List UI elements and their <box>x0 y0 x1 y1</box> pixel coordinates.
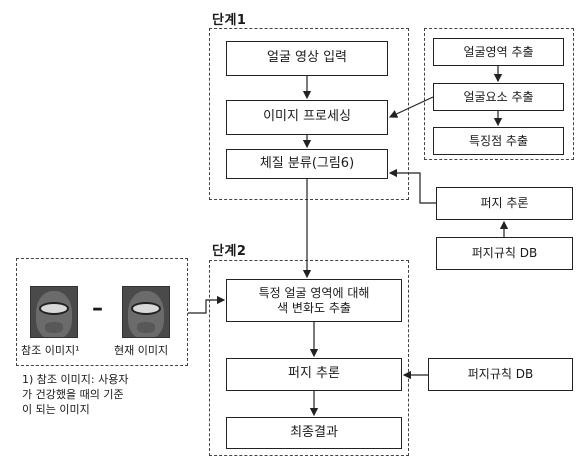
fuzzy-rule-db-box-1: 퍼지규칙 DB <box>436 237 573 270</box>
fuzzy-rule-db-label-2: 퍼지규칙 DB <box>467 367 534 381</box>
minus-sign: – <box>92 296 103 321</box>
stage1-title: 단계1 <box>212 13 247 28</box>
stage2-title: 단계2 <box>212 244 247 259</box>
footnote-line3: 이 되는 이미지 <box>22 403 90 416</box>
constitution-classify-label: 체질 분류(그림6) <box>259 155 355 171</box>
current-image-label: 현재 이미지 <box>114 344 169 357</box>
fuzzy-rule-db-box-2: 퍼지규칙 DB <box>428 358 573 391</box>
face-region-label: 얼굴영역 추출 <box>463 44 534 59</box>
image-processing-label: 이미지 프로세싱 <box>263 109 351 125</box>
feature-point-label: 특징점 추출 <box>468 133 528 148</box>
face-input-label: 얼굴 영상 입력 <box>266 50 348 66</box>
face-input-box: 얼굴 영상 입력 <box>226 41 388 76</box>
arrow-subprocess-to-processing <box>388 96 434 118</box>
reference-container <box>16 258 188 366</box>
fuzzy-inference-label-1: 퍼지 추론 <box>480 196 529 210</box>
color-extract-box: 특정 얼굴 영역에 대해 색 변화도 추출 <box>226 279 402 322</box>
image-processing-box: 이미지 프로세싱 <box>226 100 388 135</box>
current-face-image <box>122 286 170 338</box>
fuzzy-inference-box-1: 퍼지 추론 <box>436 187 573 220</box>
face-element-box: 얼굴요소 추출 <box>433 83 564 111</box>
color-extract-line1: 특정 얼굴 영역에 대해 <box>258 285 370 300</box>
color-extract-line2: 색 변화도 추출 <box>277 300 351 315</box>
reference-image-label: 참조 이미지¹ <box>21 344 80 357</box>
stage1-container <box>209 28 409 200</box>
feature-point-box: 특징점 추출 <box>433 127 564 155</box>
fuzzy-inference-label-2: 퍼지 추론 <box>288 366 340 382</box>
footnote-line1: 1) 참조 이미지: 사용자 <box>22 373 129 386</box>
subprocess-container <box>424 28 574 160</box>
face-region-box: 얼굴영역 추출 <box>433 38 564 66</box>
reference-face-image <box>30 286 78 338</box>
arrow-reference-to-color <box>188 295 226 314</box>
face-element-label: 얼굴요소 추출 <box>463 89 534 104</box>
fuzzy-inference-box-2: 퍼지 추론 <box>226 358 402 391</box>
footnote-line2: 가 건강했을 때의 기준 <box>22 388 124 401</box>
final-result-label: 최종결과 <box>290 424 338 440</box>
constitution-classify-box: 체질 분류(그림6) <box>226 149 388 179</box>
arrow-fuzzy-to-classify <box>388 168 436 204</box>
final-result-box: 최종결과 <box>226 417 402 449</box>
fuzzy-rule-db-label-1: 퍼지규칙 DB <box>471 246 538 260</box>
stage2-container <box>209 260 409 456</box>
